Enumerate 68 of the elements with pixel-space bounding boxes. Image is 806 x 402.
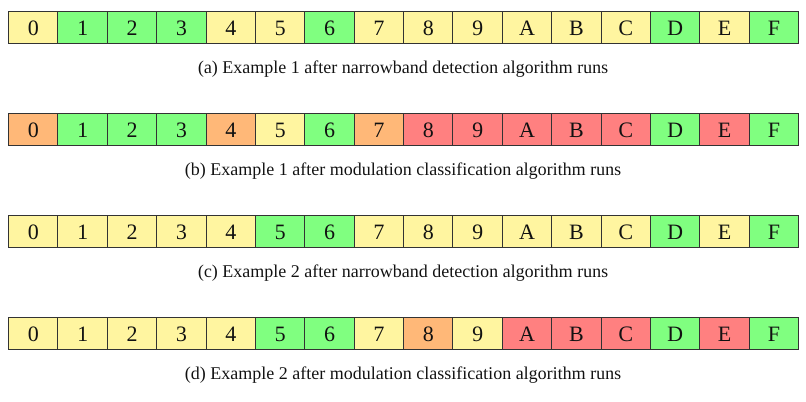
- grid-cell: A: [502, 11, 552, 44]
- grid-cell: 2: [106, 11, 158, 44]
- grid-cell: 5: [254, 113, 306, 146]
- grid-cell: 6: [304, 113, 355, 146]
- grid-cell: 1: [57, 11, 108, 44]
- caption: (a) Example 1 after narrowband detection algorithm runs: [198, 57, 608, 78]
- grid-cell: 4: [206, 215, 256, 248]
- grid-cell: 4: [206, 113, 256, 146]
- grid-cell: 0: [8, 113, 58, 146]
- grid-cell: 1: [57, 317, 108, 350]
- grid-cell: 7: [354, 215, 404, 248]
- grid-cell: D: [650, 113, 700, 146]
- grid-cell: F: [748, 215, 799, 248]
- grid-cell: 9: [452, 11, 503, 44]
- grid-cell: 6: [304, 215, 355, 248]
- grid-cell: 8: [403, 11, 454, 44]
- grid-cell: 1: [57, 215, 108, 248]
- grid-cell: 9: [452, 215, 503, 248]
- grid-cell: 2: [106, 317, 158, 350]
- grid-cell: 5: [254, 11, 306, 44]
- grid-cell: B: [551, 317, 602, 350]
- grid-cell: 3: [156, 317, 206, 350]
- caption: (c) Example 2 after narrowband detection algorithm runs: [198, 261, 608, 282]
- grid-cell: C: [600, 113, 651, 146]
- grid-cell: 8: [403, 317, 454, 350]
- grid-cell: B: [551, 11, 602, 44]
- grid-cell: B: [551, 215, 602, 248]
- grid-cell: 1: [57, 113, 108, 146]
- grid-cell: 7: [354, 113, 404, 146]
- grid-cell: A: [502, 215, 552, 248]
- grid-cell: 6: [304, 317, 355, 350]
- grid-cell: D: [650, 11, 700, 44]
- caption: (d) Example 2 after modulation classification algorithm runs: [184, 363, 622, 384]
- grid-cell: A: [502, 317, 552, 350]
- grid-cell: 7: [354, 11, 404, 44]
- grid-cell: 5: [254, 317, 306, 350]
- grid-cell: 2: [106, 215, 158, 248]
- grid-cell: E: [699, 317, 750, 350]
- grid-cell: A: [502, 113, 552, 146]
- grid-cell: B: [551, 113, 602, 146]
- grid-cell: D: [650, 317, 700, 350]
- grid-cell: 7: [354, 317, 404, 350]
- grid-cell: 5: [254, 215, 306, 248]
- grid-cell: 3: [156, 113, 206, 146]
- grid-cell: E: [699, 215, 750, 248]
- caption: (b) Example 1 after modulation classification algorithm runs: [184, 159, 622, 180]
- grid-cell: F: [748, 113, 799, 146]
- grid-cell: C: [600, 11, 651, 44]
- grid-cell: 0: [8, 215, 58, 248]
- grid-cell: F: [748, 317, 799, 350]
- grid-cell: 8: [403, 113, 454, 146]
- grid-cell: E: [699, 113, 750, 146]
- grid-cell: 4: [206, 317, 256, 350]
- grid-cell: 3: [156, 215, 206, 248]
- grid-cell: E: [699, 11, 750, 44]
- grid-cell: 3: [156, 11, 206, 44]
- grid-cell: 0: [8, 317, 58, 350]
- grid-cell: 9: [452, 317, 503, 350]
- grid-cell: C: [600, 317, 651, 350]
- grid-cell: 9: [452, 113, 503, 146]
- grid-cell: F: [748, 11, 799, 44]
- grid-cell: 8: [403, 215, 454, 248]
- grid-cell: 2: [106, 113, 158, 146]
- grid-cell: C: [600, 215, 651, 248]
- grid-cell: D: [650, 215, 700, 248]
- grid-cell: 4: [206, 11, 256, 44]
- grid-cell: 6: [304, 11, 355, 44]
- grid-cell: 0: [8, 11, 58, 44]
